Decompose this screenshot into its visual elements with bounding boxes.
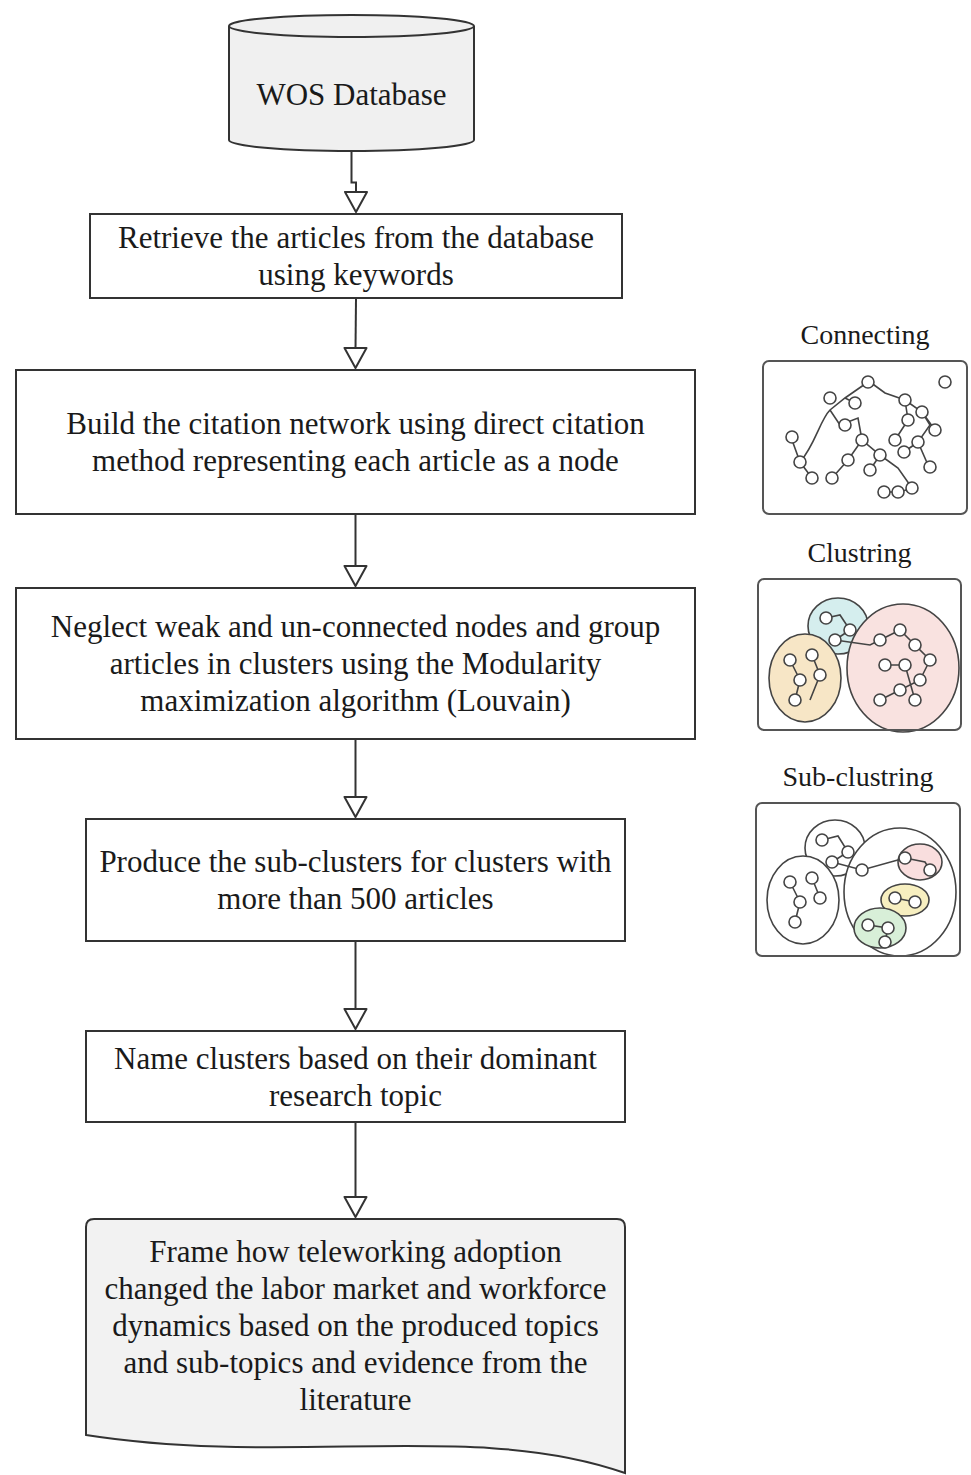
flow-arrow: [345, 299, 367, 368]
step-text: Build the citation network using direct …: [29, 405, 682, 479]
step-text: Frame how teleworking adoption changed t…: [97, 1233, 614, 1418]
panel-heading: Connecting: [800, 318, 929, 352]
panel-heading: Clustring: [807, 536, 911, 570]
connecting-network: [786, 376, 951, 498]
arrow-line: [355, 299, 358, 349]
arrow-line: [352, 152, 357, 193]
flow-arrow: [345, 515, 367, 586]
arrow-head: [345, 1009, 367, 1029]
arrow-head: [345, 348, 367, 368]
step-text: Neglect weak and un-connected nodes and …: [29, 608, 682, 719]
process-box: Produce the sub-clusters for clusters wi…: [85, 818, 626, 942]
flow-arrow: [345, 740, 367, 817]
panel-frame: [757, 578, 962, 731]
illustration-panel: Connecting: [762, 318, 968, 515]
step-text: Name clusters based on their dominant re…: [99, 1040, 612, 1114]
arrow-head: [345, 797, 367, 817]
step-text: Retrieve the articles from the database …: [103, 219, 609, 293]
step-text: Produce the sub-clusters for clusters wi…: [99, 843, 612, 917]
database-cylinder: WOS Database: [228, 15, 475, 152]
illustration-panel: Clustring: [757, 536, 962, 731]
process-box: Neglect weak and un-connected nodes and …: [15, 587, 696, 740]
flow-arrow: [345, 152, 367, 212]
arrow-line: [355, 942, 357, 1010]
arrow-line: [355, 515, 357, 567]
clustering-network: [769, 598, 959, 732]
flow-arrow: [345, 942, 367, 1029]
subclustering-network: [767, 820, 956, 956]
arrow-head: [345, 1197, 367, 1217]
arrow-head: [345, 566, 367, 586]
arrow-line: [355, 1123, 357, 1198]
process-box: Build the citation network using direct …: [15, 369, 696, 515]
panel-frame: [762, 360, 968, 515]
flow-arrow: [345, 1123, 367, 1217]
process-box: Name clusters based on their dominant re…: [85, 1030, 626, 1123]
outline: [86, 1219, 625, 1473]
panel-heading: Sub-clustring: [783, 760, 934, 794]
cylinder-rim: [229, 26, 474, 37]
outline: [229, 15, 474, 151]
arrow-line: [355, 740, 357, 798]
illustration-panel: Sub-clustring: [755, 760, 961, 957]
document-shape: Frame how teleworking adoption changed t…: [85, 1218, 626, 1475]
arrow-head: [345, 192, 367, 212]
step-text: WOS Database: [256, 76, 446, 113]
process-box: Retrieve the articles from the database …: [89, 213, 623, 299]
panel-frame: [755, 802, 961, 957]
